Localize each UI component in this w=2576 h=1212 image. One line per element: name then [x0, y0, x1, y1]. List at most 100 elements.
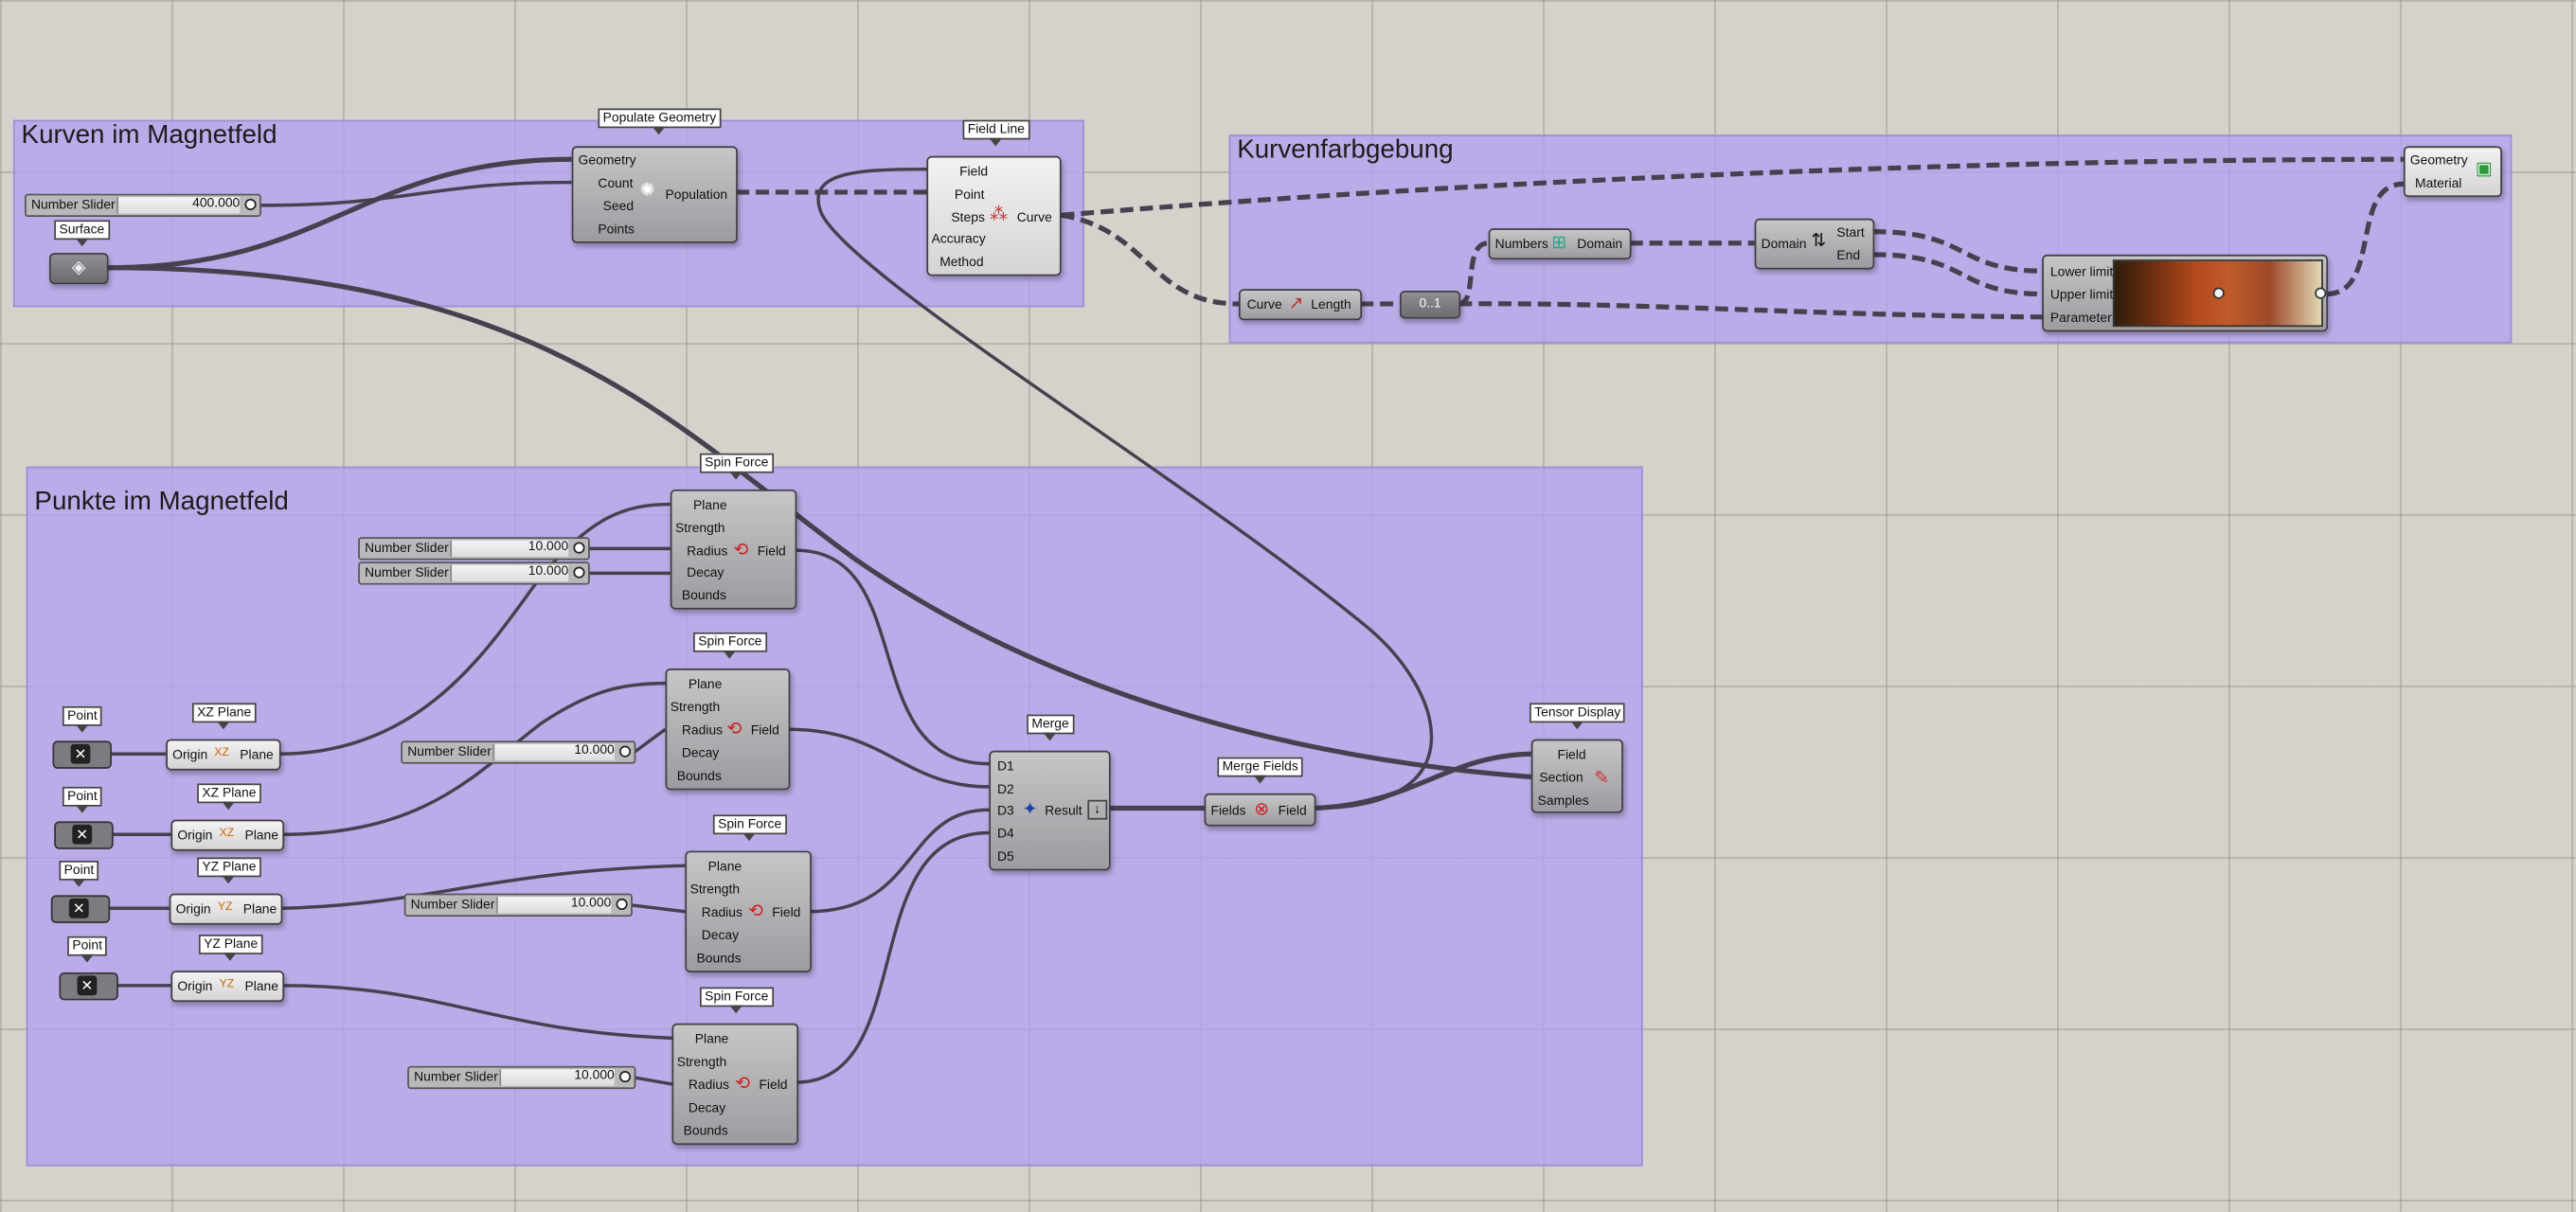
yz-plane-icon: YZ — [217, 901, 233, 914]
slider-knob[interactable] — [618, 745, 632, 758]
gradient-grip[interactable] — [2315, 287, 2327, 299]
output-domain: Domain — [1577, 236, 1623, 252]
wire — [2326, 181, 2405, 297]
yz-plane-component[interactable]: Origin YZ Plane — [169, 893, 283, 925]
point-param[interactable]: ✕ — [59, 971, 118, 1001]
spin-force-component[interactable]: Plane Strength Radius Decay Bounds ⟲ Fie… — [685, 850, 812, 972]
wire — [108, 265, 1531, 780]
length-icon: ↗ — [1288, 294, 1304, 314]
point-param[interactable]: ✕ — [54, 821, 114, 849]
slider-name: Number Slider — [30, 197, 116, 212]
input-strength: Strength — [689, 882, 741, 898]
input-samples: Samples — [1537, 793, 1589, 809]
spin-force-tag: Spin Force — [693, 632, 767, 659]
slider-name: Number Slider — [365, 564, 449, 580]
input-lower-limit: Lower limit — [2049, 264, 2114, 279]
slider-knob[interactable] — [573, 566, 585, 579]
merge-icon: ✦ — [1022, 799, 1038, 820]
xz-plane-component[interactable]: Origin XZ Plane — [170, 819, 285, 851]
surface-param[interactable]: ◈ — [49, 253, 109, 285]
xz-plane-tag: XZ Plane — [197, 783, 261, 811]
download-arrow-icon[interactable]: ↓ — [1087, 799, 1108, 820]
slider-knob[interactable] — [244, 198, 257, 211]
wire — [1061, 156, 2404, 218]
slider-value: 10.000 — [528, 538, 569, 554]
custom-preview-component[interactable]: Geometry Material ▣ — [2403, 146, 2502, 198]
input-decay: Decay — [701, 928, 740, 943]
point-param[interactable]: ✕ — [50, 895, 111, 923]
merge-component[interactable]: D1 D2 D3 D4 D5 ✦ Result ↓ — [989, 750, 1111, 871]
output-start: Start — [1836, 224, 1865, 241]
point-tag: Point — [59, 860, 99, 887]
gradient-component[interactable]: Lower limit Upper limit Parameter — [2042, 254, 2329, 332]
output-plane: Plane — [240, 747, 274, 762]
input-strength: Strength — [674, 520, 725, 536]
xz-plane-icon: XZ — [219, 828, 235, 840]
input-points: Points — [598, 222, 635, 237]
xz-plane-component[interactable]: Origin XZ Plane — [166, 739, 281, 771]
slider-track[interactable] — [492, 743, 615, 761]
spin-force-component[interactable]: Plane Strength Radius Decay Bounds ⟲ Fie… — [671, 1023, 799, 1146]
slider-value: 400.000 — [192, 195, 241, 211]
wire — [630, 903, 686, 914]
wire — [1872, 228, 2044, 274]
slider-knob[interactable] — [616, 898, 628, 911]
group-punkte-im-magnetfeld[interactable]: Punkte im Magnetfeld — [26, 466, 1643, 1167]
input-bounds: Bounds — [696, 951, 742, 967]
spin2-radius-slider[interactable]: Number Slider 10.000 — [401, 740, 636, 764]
input-d3: D3 — [996, 803, 1014, 818]
point-param[interactable]: ✕ — [52, 740, 112, 769]
input-decay: Decay — [687, 564, 724, 580]
spin-force-component[interactable]: Plane Strength Radius Decay Bounds ⟲ Fie… — [670, 489, 797, 610]
count-slider[interactable]: Number Slider 400.000 — [25, 193, 261, 217]
input-parameter: Parameter — [2049, 310, 2112, 326]
gradient-grip[interactable] — [2212, 287, 2225, 299]
slider-knob[interactable] — [618, 1071, 632, 1083]
output-curve: Curve — [1016, 210, 1052, 225]
spin4-radius-slider[interactable]: Number Slider 10.000 — [407, 1065, 636, 1090]
wire — [1061, 212, 1239, 307]
merge-fields-component[interactable]: Fields ⊗ Field — [1204, 793, 1316, 827]
wire — [108, 156, 572, 271]
slider-value: 10.000 — [528, 563, 569, 579]
output-field: Field — [757, 544, 786, 559]
populate-geometry-component[interactable]: Geometry Count Seed Points ✺ Population — [571, 146, 738, 243]
populate-icon: ✺ — [639, 180, 655, 201]
point-icon: ✕ — [68, 898, 89, 918]
slider-track[interactable] — [116, 197, 241, 214]
spin1-radius-slider[interactable]: Number Slider 10.000 — [358, 537, 590, 561]
deconstruct-icon: ⇅ — [1811, 231, 1827, 252]
slider-knob[interactable] — [573, 542, 585, 554]
spin3-radius-slider[interactable]: Number Slider 10.000 — [403, 893, 633, 917]
input-strength: Strength — [676, 1054, 727, 1070]
yz-plane-component[interactable]: Origin YZ Plane — [170, 971, 285, 1003]
input-d5: D5 — [996, 848, 1014, 864]
bounds-component[interactable]: Numbers ⊞ Domain — [1488, 228, 1632, 260]
input-geometry: Geometry — [2409, 152, 2468, 168]
slider-track[interactable] — [499, 1069, 615, 1086]
input-bounds: Bounds — [681, 588, 726, 603]
deconstruct-domain-component[interactable]: Domain ⇅ Start End — [1754, 218, 1875, 270]
slider-track[interactable] — [450, 540, 569, 558]
input-count: Count — [598, 175, 634, 191]
tensor-display-component[interactable]: Field Section Samples ✎ — [1530, 739, 1623, 813]
length-component[interactable]: Curve ↗ Length — [1238, 289, 1363, 321]
input-domain: Domain — [1761, 236, 1807, 252]
spin-force-icon: ⟲ — [733, 540, 749, 561]
input-plane: Plane — [694, 1031, 729, 1047]
merge-tag: Merge — [1027, 714, 1074, 741]
input-decay: Decay — [681, 745, 720, 761]
input-origin: Origin — [175, 901, 211, 917]
input-decay: Decay — [688, 1100, 726, 1115]
input-method: Method — [939, 254, 984, 270]
slider-track[interactable] — [450, 564, 569, 582]
spin1-decay-slider[interactable]: Number Slider 10.000 — [358, 561, 590, 585]
range-param[interactable]: 0..1 — [1399, 291, 1461, 319]
spin-force-component[interactable]: Plane Strength Radius Decay Bounds ⟲ Fie… — [665, 668, 791, 791]
yz-plane-tag: YZ Plane — [198, 935, 263, 961]
field-line-component[interactable]: Field Point Steps Accuracy Method ⁂ Curv… — [926, 155, 1062, 276]
slider-track[interactable] — [495, 897, 612, 914]
input-bounds: Bounds — [676, 768, 722, 784]
slider-name: Number Slider — [414, 1069, 498, 1084]
